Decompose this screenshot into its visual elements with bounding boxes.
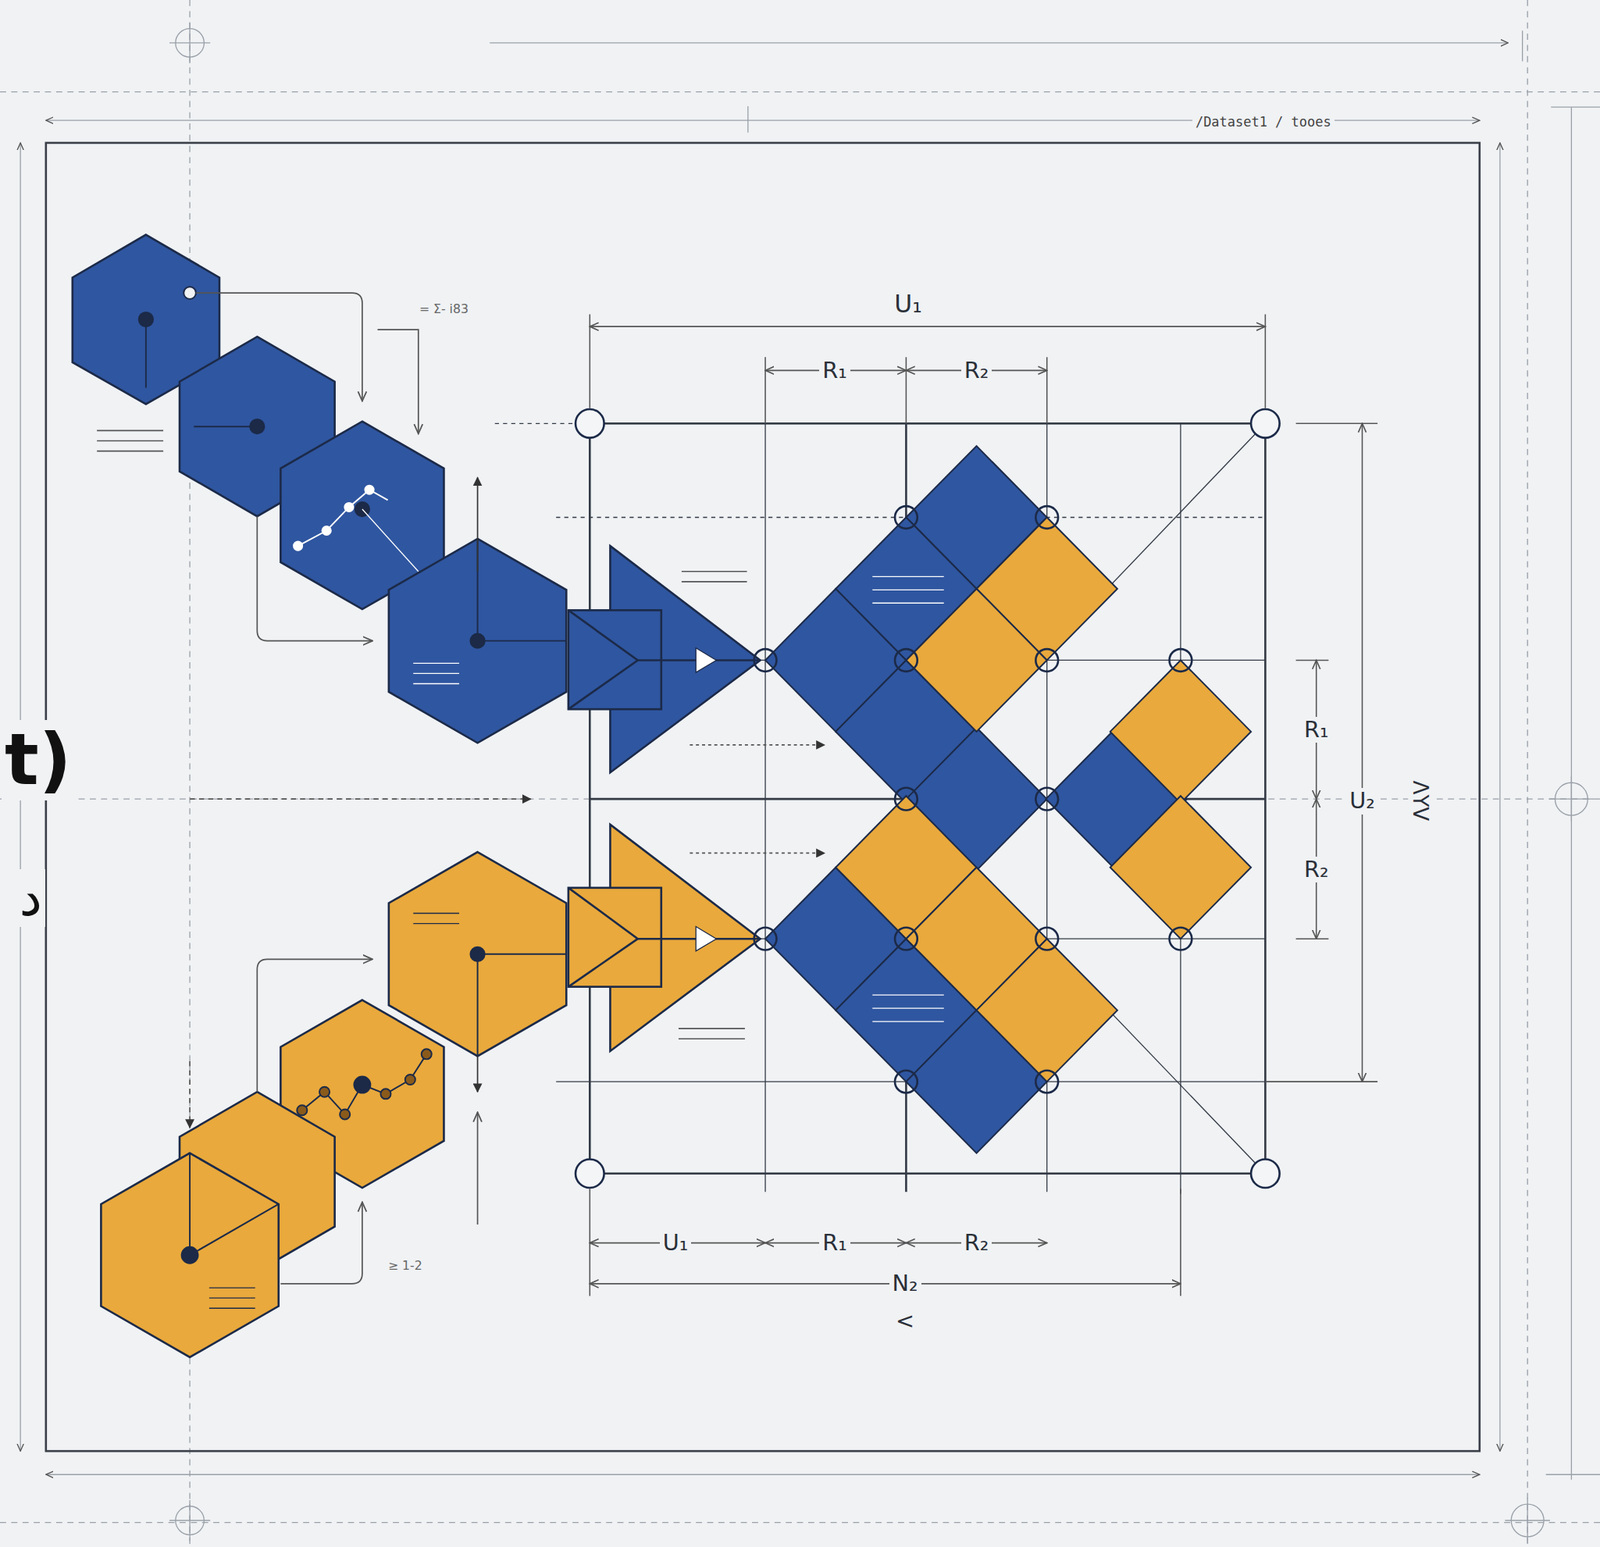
- rotated-mark: ΛYV: [1408, 777, 1433, 825]
- formula-note: ≥ 1-2: [384, 1257, 426, 1273]
- dimension-label: U₁: [659, 1229, 692, 1257]
- flow-arrows: [96, 292, 825, 1284]
- formula-note: = Σ- i83: [416, 301, 472, 317]
- arrow-blocks: [568, 545, 761, 1052]
- dimension-label: <: [892, 1307, 918, 1335]
- dimension-label: N₂: [889, 1270, 922, 1298]
- dataset-note: /Dataset1 / tooes: [1192, 114, 1335, 131]
- diamond-tiles: [765, 445, 1251, 1154]
- dimension-label: R₁: [1300, 716, 1332, 744]
- grid: [495, 423, 1266, 1194]
- grid-nodes: [575, 409, 1280, 1188]
- dimension-label: R₂: [1300, 856, 1332, 884]
- dimension-label: R₁: [819, 1229, 850, 1257]
- dimension-label: U₂: [1346, 787, 1379, 815]
- hexagon-details: [138, 286, 567, 1308]
- hexagons: [72, 235, 567, 1358]
- title-fragment: t): [1, 719, 75, 801]
- title-fragment: د: [16, 869, 46, 927]
- dimension-label: R₂: [961, 1229, 992, 1257]
- dimension-lines: [589, 313, 1378, 1296]
- dimension-label: R₂: [961, 357, 992, 385]
- dimension-label: U₁: [890, 289, 926, 318]
- dimension-label: R₁: [819, 357, 850, 385]
